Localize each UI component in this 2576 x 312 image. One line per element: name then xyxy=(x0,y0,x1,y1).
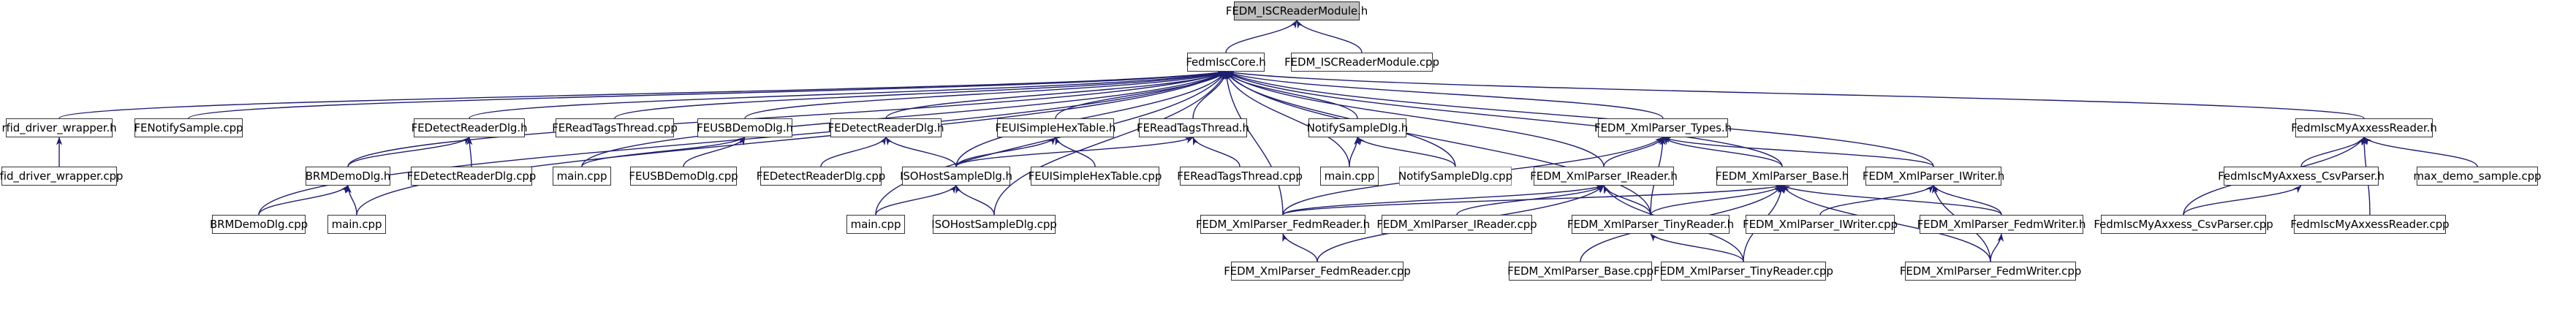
graph-node-fedm-xmlparser-fedmwriter-h[interactable]: FEDM_XmlParser_FedmWriter.h xyxy=(1917,215,2086,234)
graph-edge xyxy=(744,71,1227,119)
graph-edge xyxy=(1225,69,2365,119)
graph-edge xyxy=(347,137,470,167)
graph-node-brmdemodlg-h[interactable]: BRMDemoDlg.h xyxy=(306,167,390,186)
graph-edge xyxy=(188,69,1227,119)
graph-edge xyxy=(1225,71,1605,167)
graph-edge xyxy=(993,71,1227,216)
graph-edge xyxy=(469,70,1227,119)
graph-edge xyxy=(581,137,746,167)
graph-node-brmdemodlg-cpp[interactable]: BRMDemoDlg.cpp xyxy=(210,215,308,234)
graph-node-fedm-iscreadermodule-h[interactable]: FEDM_ISCReaderModule.h xyxy=(1226,1,1368,20)
graph-node-fedm-iscreadermodule-cpp[interactable]: FEDM_ISCReaderModule.cpp xyxy=(1284,53,1439,72)
graph-edge xyxy=(1781,185,2002,216)
graph-edge xyxy=(1225,71,1358,119)
graph-node-fedm-xmlparser-iwriter-cpp[interactable]: FEDM_XmlParser_IWriter.cpp xyxy=(1743,215,1898,234)
graph-edge xyxy=(2183,185,2302,216)
graph-edge xyxy=(1650,233,1744,262)
graph-node-fenotifysample-cpp[interactable]: FENotifySample.cpp xyxy=(135,118,243,137)
graph-edge xyxy=(1296,20,1363,53)
graph-edge xyxy=(1282,233,1318,262)
graph-edge xyxy=(1282,184,1783,216)
graph-node-isohostsampledlg-cpp[interactable]: ISOHostSampleDlg.cpp xyxy=(931,215,1057,234)
graph-edge xyxy=(1223,71,1284,216)
graph-node-main-cpp[interactable]: main.cpp xyxy=(846,215,905,234)
graph-node-feusbdemodlg-cpp[interactable]: FEUSBDemoDlg.cpp xyxy=(629,167,738,186)
graph-node-fedm-xmlparser-ireader-cpp[interactable]: FEDM_XmlParser_IReader.cpp xyxy=(1376,215,1537,234)
graph-node-fereadtagsthread-cpp[interactable]: FEReadTagsThread.cpp xyxy=(552,118,678,137)
graph-edge xyxy=(1225,20,1298,53)
graph-edge xyxy=(955,185,995,216)
graph-edge xyxy=(2363,137,2478,167)
graph-node-main-cpp[interactable]: main.cpp xyxy=(1320,167,1379,186)
graph-node-fedmiscmyaxxess-csvparser-h[interactable]: FedmIscMyAxxess_CsvParser.h xyxy=(2218,167,2384,186)
graph-edge xyxy=(1282,185,1605,216)
graph-node-fedm-xmlparser-fedmwriter-cpp[interactable]: FEDM_XmlParser_FedmWriter.cpp xyxy=(1900,262,2081,281)
graph-node-fedm-xmlparser-tinyreader-h[interactable]: FEDM_XmlParser_TinyReader.h xyxy=(1567,215,1734,234)
graph-node-notifysampledlg-h[interactable]: NotifySampleDlg.h xyxy=(1307,118,1408,137)
graph-node-fedm-xmlparser-ireader-h[interactable]: FEDM_XmlParser_IReader.h xyxy=(1530,167,1678,186)
graph-node-fedmiscmyaxxess-csvparser-cpp[interactable]: FedmIscMyAxxess_CsvParser.cpp xyxy=(2094,215,2273,234)
graph-edge xyxy=(466,137,473,167)
graph-node-fedm-xmlparser-base-cpp[interactable]: FEDM_XmlParser_Base.cpp xyxy=(1507,262,1653,281)
graph-node-fedmiscmyaxxessreader-cpp[interactable]: FedmIscMyAxxessReader.cpp xyxy=(2290,215,2450,234)
graph-edge xyxy=(1819,185,1934,216)
graph-node-fereadtagsthread-cpp[interactable]: FEReadTagsThread.cpp xyxy=(1177,167,1303,186)
graph-node-notifysampledlg-cpp[interactable]: NotifySampleDlg.cpp xyxy=(1398,167,1512,186)
graph-edge xyxy=(345,185,357,216)
graph-edge xyxy=(258,71,1227,216)
graph-edge xyxy=(885,137,957,167)
graph-node-fedmiscmyaxxessreader-h[interactable]: FedmIscMyAxxessReader.h xyxy=(2291,118,2437,137)
graph-node-fedetectreaderdlg-cpp[interactable]: FEDetectReaderDlg.cpp xyxy=(407,167,536,186)
graph-node-rfid-driver-wrapper-cpp[interactable]: rfid_driver_wrapper.cpp xyxy=(0,167,123,186)
graph-edge xyxy=(614,70,1227,119)
graph-edge xyxy=(683,137,746,167)
graph-node-main-cpp[interactable]: main.cpp xyxy=(327,215,386,234)
graph-edge xyxy=(1192,137,1240,167)
graph-node-isohostsampledlg-h[interactable]: ISOHostSampleDlg.h xyxy=(900,167,1012,186)
graph-edge xyxy=(1349,137,1360,167)
graph-node-max-demo-sample-cpp[interactable]: max_demo_sample.cpp xyxy=(2414,167,2542,186)
graph-edge xyxy=(1933,185,2002,216)
graph-edge xyxy=(1662,137,1783,167)
graph-edge xyxy=(2300,137,2365,167)
graph-edge xyxy=(1456,185,1605,216)
graph-node-fedm-xmlparser-types-h[interactable]: FEDM_XmlParser_Types.h xyxy=(1594,118,1732,137)
graph-edge xyxy=(58,69,1227,119)
graph-node-rfid-driver-wrapper-h[interactable]: rfid_driver_wrapper.h xyxy=(1,118,117,137)
graph-edge xyxy=(955,137,1194,167)
graph-node-fedetectreaderdlg-h[interactable]: FEDetectReaderDlg.h xyxy=(828,118,944,137)
graph-edge xyxy=(875,71,1227,216)
graph-edge xyxy=(1192,71,1228,119)
graph-edge xyxy=(1225,71,1651,216)
graph-node-feuisimplehextable-cpp[interactable]: FEUISimpleHexTable.cpp xyxy=(1028,167,1162,186)
graph-node-fedm-xmlparser-fedmreader-h[interactable]: FEDM_XmlParser_FedmReader.h xyxy=(1196,215,1370,234)
graph-node-fedmisccore-h[interactable]: FedmIscCore.h xyxy=(1186,53,1266,72)
graph-edge xyxy=(820,137,887,167)
graph-node-fedm-xmlparser-base-h[interactable]: FEDM_XmlParser_Base.h xyxy=(1716,167,1849,186)
graph-node-feusbdemodlg-h[interactable]: FEUSBDemoDlg.h xyxy=(697,118,793,137)
graph-edge xyxy=(1662,137,1934,167)
graph-edge xyxy=(258,185,349,216)
graph-edge xyxy=(1650,185,1783,216)
graph-edge xyxy=(1357,137,1456,167)
graph-node-fedetectreaderdlg-cpp[interactable]: FEDetectReaderDlg.cpp xyxy=(757,167,885,186)
graph-node-fedetectreaderdlg-h[interactable]: FEDetectReaderDlg.h xyxy=(412,118,528,137)
graph-edge xyxy=(1225,71,1664,119)
graph-node-main-cpp[interactable]: main.cpp xyxy=(553,167,611,186)
graph-edge xyxy=(885,71,1227,119)
graph-edge xyxy=(1055,71,1227,119)
graph-edge xyxy=(1990,233,2004,262)
graph-edge xyxy=(955,137,1056,167)
graph-edge xyxy=(1055,137,1096,167)
graph-edge xyxy=(356,71,1227,216)
graph-edge xyxy=(1603,185,1651,216)
graph-edge xyxy=(875,185,957,216)
graph-node-fedm-xmlparser-iwriter-h[interactable]: FEDM_XmlParser_IWriter.h xyxy=(1863,167,2004,186)
graph-node-fereadtagsthread-h[interactable]: FEReadTagsThread.h xyxy=(1137,118,1249,137)
graph-edge xyxy=(1603,137,1664,167)
graph-node-fedm-xmlparser-tinyreader-cpp[interactable]: FEDM_XmlParser_TinyReader.cpp xyxy=(1653,262,1833,281)
graph-node-fedm-xmlparser-fedmreader-cpp[interactable]: FEDM_XmlParser_FedmReader.cpp xyxy=(1224,262,1411,281)
graph-node-feuisimplehextable-h[interactable]: FEUISimpleHexTable.h xyxy=(996,118,1116,137)
